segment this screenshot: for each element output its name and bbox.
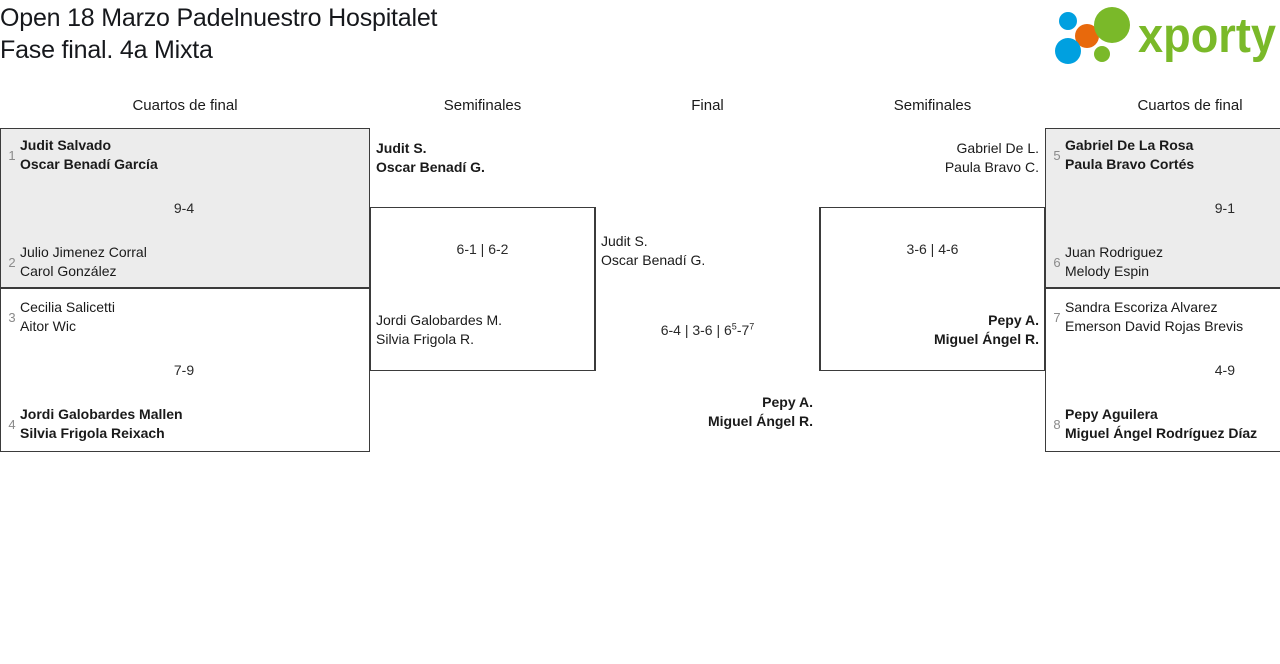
final-connector-left — [595, 207, 596, 371]
seed-number: 2 — [8, 254, 16, 270]
team-names: Gabriel De L.Paula Bravo C. — [944, 140, 1039, 175]
round-header-final: Final — [691, 97, 724, 114]
match-box-qf3[interactable] — [1045, 128, 1280, 288]
final-stub-bottom-left — [585, 370, 596, 371]
match-box-sf2[interactable] — [820, 207, 1045, 371]
score-qf3: 9-1 — [1214, 200, 1235, 216]
xporty-logo[interactable]: xporty — [1046, 4, 1278, 66]
match-box-sf1[interactable] — [370, 207, 595, 371]
seed-number: 1 — [8, 147, 16, 163]
logo-wordmark: xporty — [1138, 9, 1276, 63]
page-subtitle: Fase final. 4a Mixta — [0, 36, 213, 64]
seed-number: 7 — [1053, 309, 1061, 325]
score-final: 6-4 | 3-6 | 65-77 — [660, 321, 755, 338]
champion-label: Pepy A.Miguel Ángel R. — [708, 394, 813, 429]
score-qf2: 7-9 — [173, 362, 195, 378]
team-sf1-bottom[interactable]: Jordi Galobardes M.Silvia Frigola R. — [376, 311, 591, 349]
score-sf2: 3-6 | 4-6 — [906, 241, 959, 257]
team-names: Judit S.Oscar Benadí G. — [376, 140, 485, 175]
round-header-sf-left: Semifinales — [443, 97, 522, 114]
seed-number: 6 — [1053, 254, 1061, 270]
team-sf2-top[interactable]: Gabriel De L.Paula Bravo C. — [824, 139, 1039, 177]
seed-number: 8 — [1053, 416, 1061, 432]
final-stub-top-left — [585, 207, 596, 208]
team-names: Judit S.Oscar Benadí G. — [601, 233, 706, 268]
team-sf2-bottom[interactable]: Pepy A.Miguel Ángel R. — [824, 311, 1039, 349]
seed-number: 4 — [8, 416, 16, 432]
score-qf1: 9-4 — [173, 200, 195, 216]
score-sf1: 6-1 | 6-2 — [456, 241, 509, 257]
team-names: Pepy A.Miguel Ángel R. — [934, 312, 1039, 347]
round-header-qf-left: Cuartos de final — [132, 97, 238, 114]
team-sf1-top[interactable]: Judit S.Oscar Benadí G. — [376, 139, 591, 177]
page-title: Open 18 Marzo Padelnuestro Hospitalet — [0, 4, 438, 32]
final-connector-right — [819, 207, 820, 371]
team-final-top[interactable]: Judit S.Oscar Benadí G. — [601, 232, 816, 270]
seed-number: 3 — [8, 309, 16, 325]
seed-number: 5 — [1053, 147, 1061, 163]
score-qf4: 4-9 — [1214, 362, 1235, 378]
match-box-qf4[interactable] — [1045, 288, 1280, 452]
team-names: Jordi Galobardes M.Silvia Frigola R. — [376, 312, 503, 347]
round-header-qf-right: Cuartos de final — [1137, 97, 1243, 114]
round-header-sf-right: Semifinales — [893, 97, 972, 114]
match-box-qf1[interactable] — [0, 128, 370, 288]
match-box-qf2[interactable] — [0, 288, 370, 452]
